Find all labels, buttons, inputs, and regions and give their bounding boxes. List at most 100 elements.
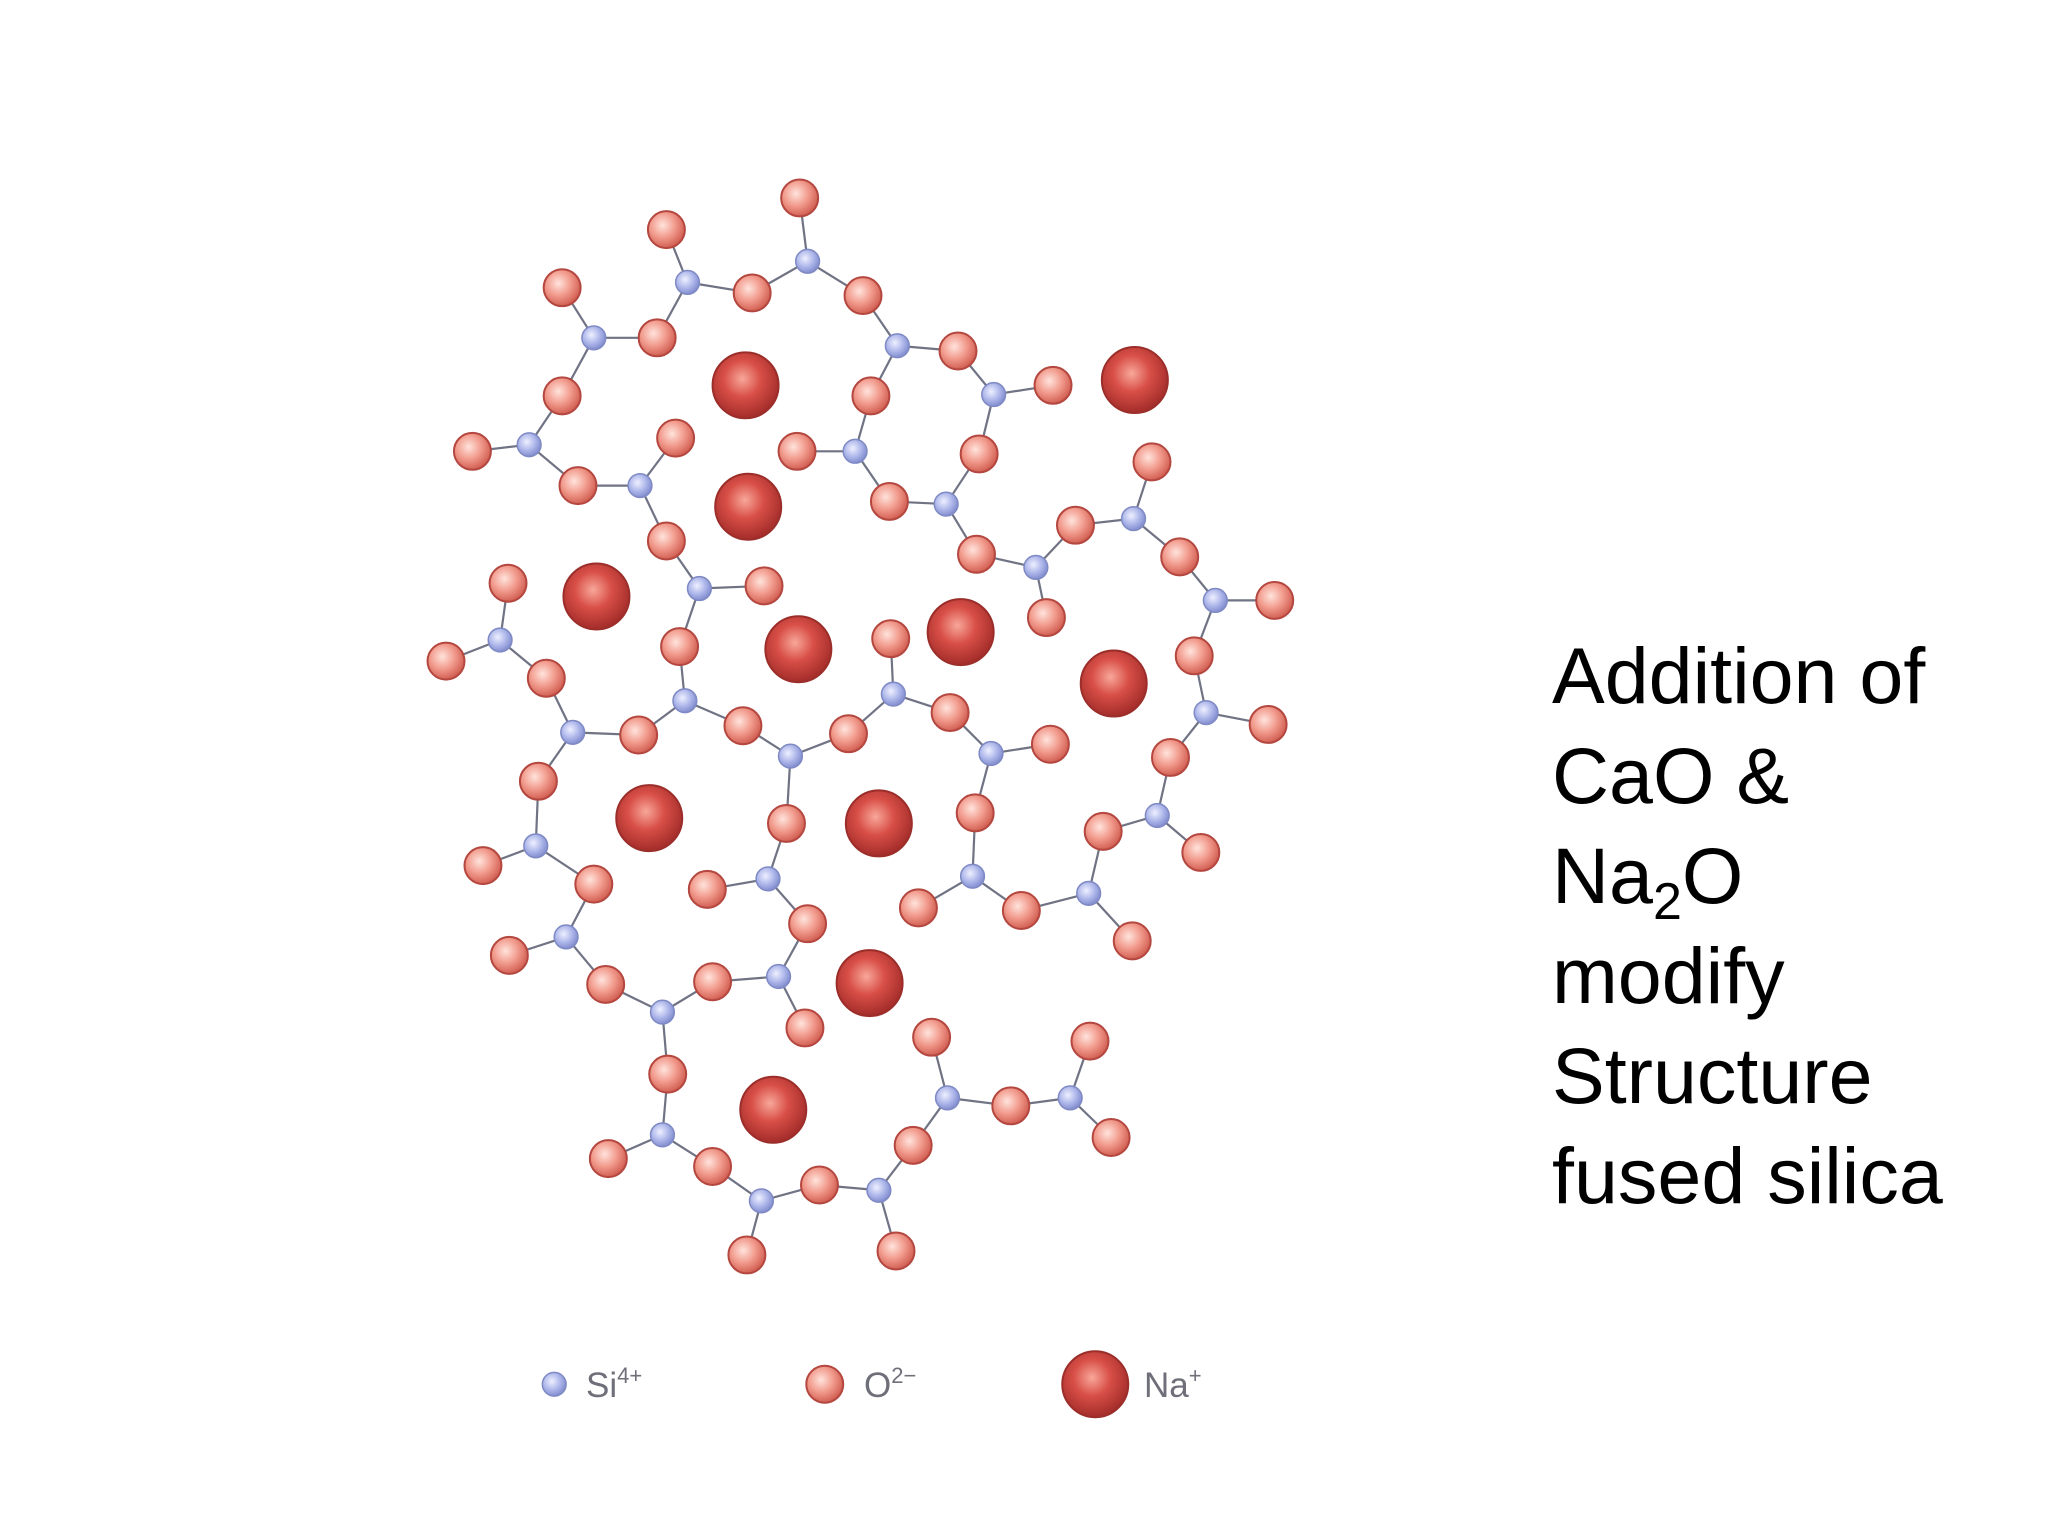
silicon-ion	[934, 1085, 961, 1111]
oxygen-ion	[588, 1139, 628, 1179]
silicon-ion	[581, 325, 607, 351]
silicon-ion	[649, 1122, 676, 1148]
oxygen-ion	[526, 658, 566, 698]
legend-o-symbol: O	[864, 1366, 892, 1405]
silicon-ion	[842, 438, 868, 464]
silicon-ion	[981, 381, 1007, 408]
oxygen-ion	[1001, 891, 1041, 930]
oxygen-ion	[727, 1235, 767, 1275]
caption-line-1: Addition of	[1552, 631, 1926, 720]
oxygen-ion	[1132, 442, 1172, 482]
caption-line-5: Structure	[1552, 1031, 1873, 1120]
silicon-ion	[649, 999, 676, 1025]
silicon-ion	[933, 491, 959, 517]
na-ion	[711, 351, 780, 420]
oxygen-ion	[586, 964, 626, 1004]
legend-o-charge: 2−	[891, 1363, 917, 1388]
oxygen-ion	[558, 466, 598, 506]
na-ion	[844, 789, 913, 858]
legend-na-charge: +	[1188, 1363, 1202, 1388]
silicon-ion	[523, 833, 549, 859]
legend-label-na: Na+	[1144, 1363, 1202, 1406]
caption-line-6: fused silica	[1552, 1131, 1943, 1220]
oxygen-ion	[788, 904, 828, 944]
oxygen-ion	[930, 693, 970, 733]
na-ion	[764, 615, 833, 684]
oxygen-ion	[898, 888, 938, 928]
na-ion	[562, 562, 631, 631]
na-ion	[1100, 346, 1169, 415]
na2o-subscript: 2	[1653, 873, 1682, 931]
silicon-ion	[978, 740, 1004, 767]
legend-na-symbol: Na	[1144, 1366, 1189, 1405]
oxygen-ion	[489, 935, 529, 975]
oxygen-ion	[959, 434, 999, 474]
oxygen-ion	[957, 534, 996, 574]
oxygen-ion	[542, 268, 582, 308]
atom-layer	[426, 178, 1295, 1275]
oxygen-ion	[1030, 724, 1070, 764]
silicon-ion	[959, 863, 986, 889]
na-ion	[615, 784, 684, 853]
oxygen-ion	[619, 715, 659, 755]
oxygen-ion	[488, 563, 528, 603]
oxygen-ion	[1151, 737, 1190, 777]
silicon-ion	[1057, 1085, 1083, 1111]
oxygen-ion	[656, 418, 696, 458]
silicon-ion	[516, 432, 542, 458]
legend-label-o: O2−	[864, 1363, 917, 1406]
silicon-ion	[627, 472, 653, 499]
oxygen-ion	[646, 521, 686, 561]
oxygen-ion	[744, 566, 784, 606]
oxygen-ion	[1091, 1118, 1131, 1157]
na2o-base: Na	[1552, 831, 1653, 920]
legend-si-symbol: Si	[586, 1366, 618, 1405]
oxygen-ion	[693, 962, 733, 1002]
oxygen-ion	[426, 641, 466, 681]
oxygen-ion	[732, 273, 772, 313]
oxygen-ion	[1112, 921, 1152, 961]
oxygen-ion	[1055, 505, 1095, 545]
silicon-ion	[765, 963, 792, 990]
silicon-ion	[1120, 505, 1147, 532]
oxygen-ion	[955, 793, 995, 833]
na-ion	[926, 598, 995, 667]
legend-si-charge: 4+	[617, 1363, 643, 1388]
oxygen-ion	[463, 846, 503, 886]
oxygen-ion	[876, 1231, 916, 1271]
oxygen-ion	[723, 706, 763, 746]
caption-line-3: Na2O	[1552, 826, 2022, 928]
silicon-ion	[1202, 587, 1228, 614]
na2o-tail: O	[1681, 831, 1744, 920]
silicon-ion	[1076, 880, 1102, 906]
oxygen-ion	[777, 431, 817, 471]
oxygen-ion	[1160, 537, 1200, 577]
oxygen-ion	[871, 619, 911, 659]
silicon-ion	[686, 575, 713, 602]
caption-line-4: modify	[1552, 931, 1785, 1020]
na-ion	[1079, 649, 1148, 718]
na-ion	[739, 1075, 808, 1144]
oxygen-ion	[574, 864, 614, 904]
na-ion	[835, 949, 904, 1018]
silicon-ion	[1193, 699, 1219, 726]
oxygen-ion	[893, 1125, 933, 1165]
silicon-ion	[866, 1177, 892, 1203]
oxygen-ion	[1026, 598, 1066, 638]
oxygen-ion	[869, 481, 909, 521]
oxygen-ion	[542, 376, 582, 416]
oxygen-ion	[1174, 636, 1214, 676]
oxygen-ion	[637, 318, 677, 358]
oxygen-ion	[991, 1086, 1031, 1126]
silicon-ion	[748, 1188, 775, 1214]
oxygen-ion	[646, 210, 686, 250]
oxygen-ion	[938, 331, 978, 371]
caption-line-2: CaO &	[1552, 731, 1790, 820]
oxygen-ion	[1070, 1021, 1110, 1061]
oxygen-ion	[1255, 580, 1295, 620]
silicon-ion	[560, 719, 586, 745]
oxygen-ion	[912, 1017, 952, 1057]
silicon-ion	[553, 924, 579, 950]
oxygen-ion	[1083, 811, 1123, 851]
legend-label-si: Si4+	[586, 1363, 643, 1406]
